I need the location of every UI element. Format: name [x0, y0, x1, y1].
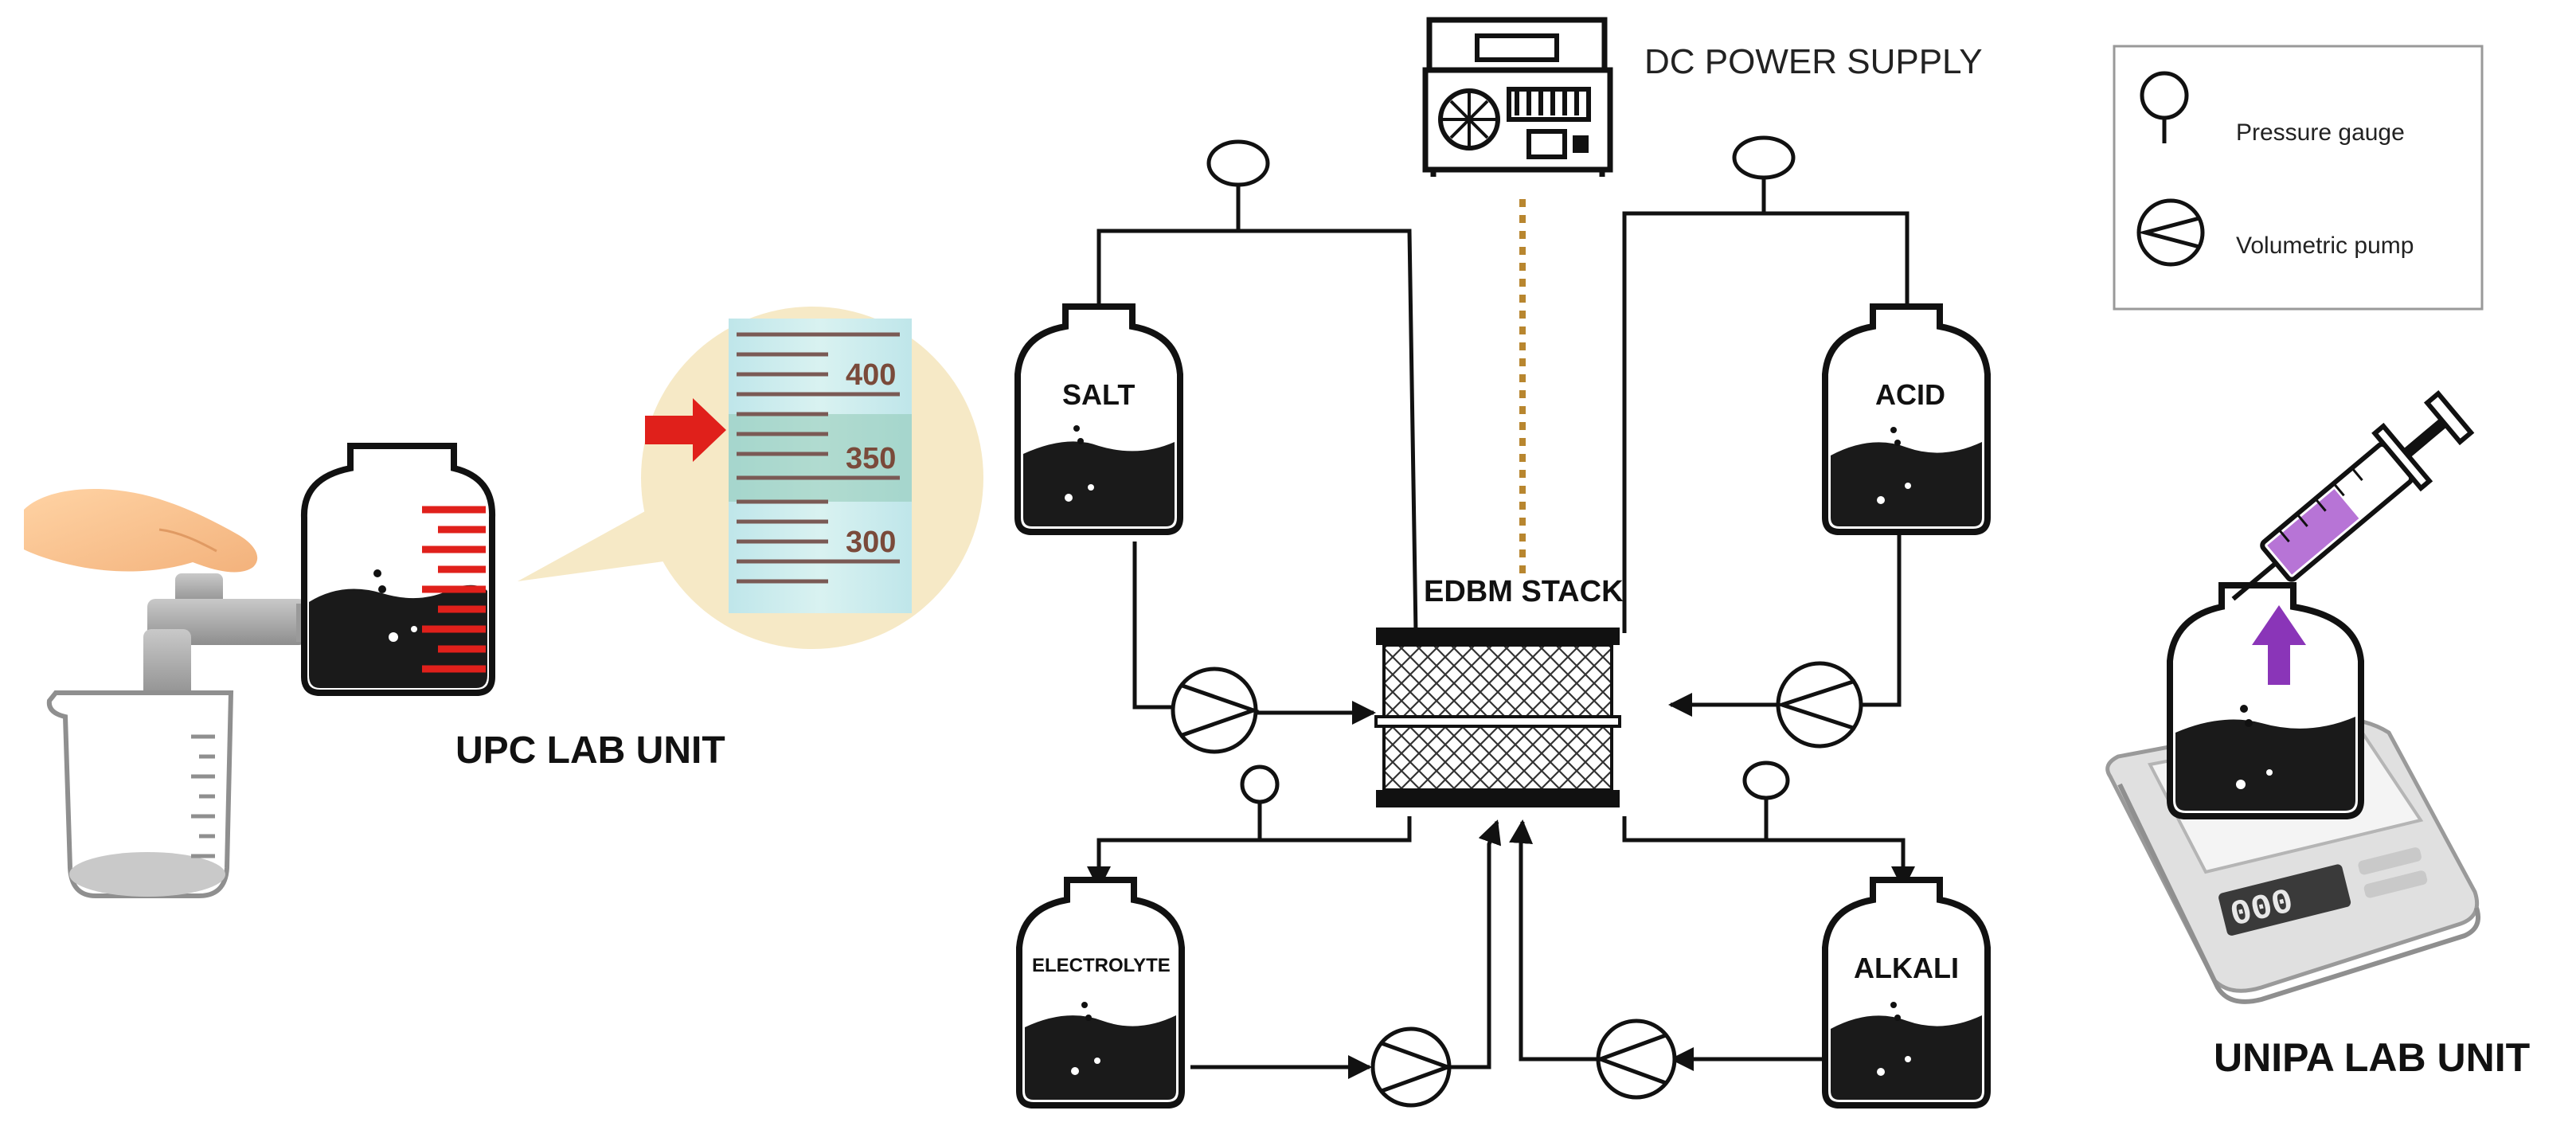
legend-volumetric-pump: Volumetric pump	[2236, 233, 2414, 259]
tank-salt-label: SALT	[1062, 378, 1135, 411]
faucet-illustration	[143, 573, 320, 701]
gauge-alkali-icon	[1742, 761, 1790, 800]
tank-acid: ACID	[1822, 303, 1991, 535]
upc-lab-unit-group: 400 350 300 UPC LAB UNIT	[24, 307, 983, 898]
level-indicator-arrow	[645, 398, 726, 462]
balance-display	[2218, 864, 2351, 936]
unipa-lab-unit-group: 000	[2105, 390, 2530, 1080]
tank-salt: SALT	[1014, 303, 1183, 535]
unipa-bottle	[2167, 582, 2364, 819]
tick-label-350: 350	[846, 442, 896, 475]
pump-salt-icon	[1171, 667, 1260, 754]
piping	[1087, 175, 1919, 1079]
pump-electrolyte-icon	[1370, 1026, 1454, 1108]
pumps	[1171, 661, 1863, 1108]
tank-alkali: ALKALI	[1822, 877, 1991, 1108]
pressure-gauge-icon	[2140, 71, 2189, 120]
gauge-electrolyte-icon	[1240, 764, 1280, 804]
edbm-stack	[1374, 628, 1621, 807]
upc-bottle	[300, 443, 496, 696]
volumetric-pump-icon	[2136, 198, 2205, 267]
tank-electrolyte-label: ELECTROLYTE	[1032, 955, 1171, 976]
hand-illustration	[24, 488, 258, 573]
tick-label-300: 300	[846, 526, 896, 559]
dc-power-supply-label: DC POWER SUPPLY	[1644, 42, 1983, 81]
syringe-icon	[2231, 390, 2475, 601]
gauge-salt-icon	[1206, 139, 1270, 187]
tank-alkali-label: ALKALI	[1854, 952, 1959, 984]
graduation-zoom-bubble: 400 350 300	[518, 307, 983, 649]
tick-label-400: 400	[846, 358, 896, 392]
edbm-stack-label: EDBM STACK	[1424, 575, 1624, 608]
legend-box: Pressure gauge Volumetric pump	[2113, 45, 2484, 311]
tank-acid-label: ACID	[1875, 378, 1945, 411]
tank-electrolyte: ELECTROLYTE	[1016, 877, 1185, 1108]
legend-pressure-gauge: Pressure gauge	[2236, 119, 2405, 146]
beaker-illustration	[46, 690, 234, 898]
pump-alkali-icon	[1594, 1019, 1677, 1100]
pump-acid-icon	[1775, 661, 1863, 749]
dc-power-supply	[1422, 17, 1613, 177]
unipa-lab-unit-label: UNIPA LAB UNIT	[2214, 1035, 2530, 1080]
up-arrow-icon	[2252, 605, 2306, 685]
gauge-acid-icon	[1732, 135, 1796, 180]
pressure-gauges	[1206, 135, 1796, 804]
upc-lab-unit-label: UPC LAB UNIT	[455, 729, 725, 772]
